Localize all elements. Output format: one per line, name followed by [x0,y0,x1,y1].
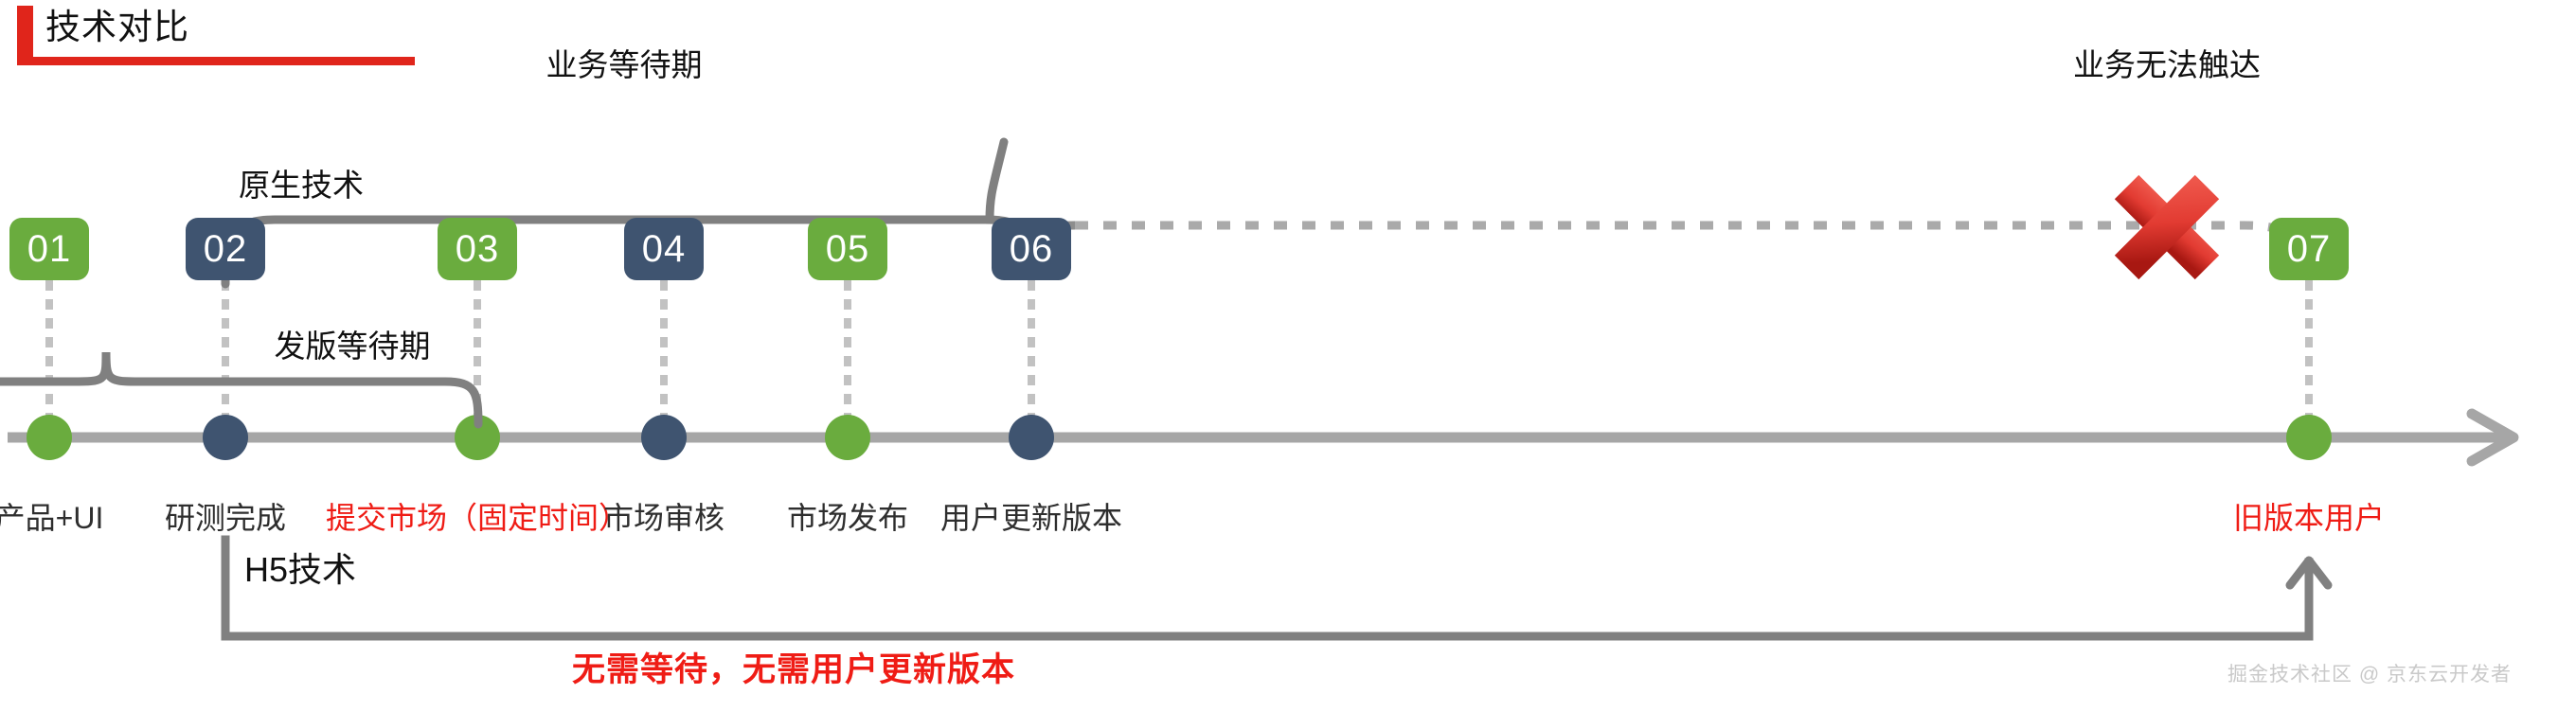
title-accent-bar-horizontal [17,57,415,65]
annotation-native-tech: 原生技术 [239,168,364,203]
node-box-01[interactable]: 01 [9,218,89,280]
timeline-dot-02 [203,415,248,460]
annotation-h5-tech: H5技术 [244,550,357,589]
timeline-dot-06 [1009,415,1054,460]
node-label-05: 市场发布 [786,501,909,535]
node-label-07: 旧版本用户 [2232,501,2386,535]
node-box-04[interactable]: 04 [624,218,704,280]
node-number-05: 05 [825,228,870,270]
node-label-01: 产品+UI [0,501,104,535]
timeline-arrowhead [2466,408,2519,467]
node-box-06[interactable]: 06 [992,218,1071,280]
timeline-dot-05 [825,415,870,460]
node-label-03: 提交市场（固定时间） [325,501,630,535]
title-accent-bar-vertical [17,6,33,64]
node-label-02: 研测完成 [164,501,287,535]
timeline-dot-04 [641,415,687,460]
watermark: 掘金技术社区 @ 京东云开发者 [2227,664,2512,685]
node-label-06: 用户更新版本 [939,501,1123,535]
release-wait-brace [0,351,483,429]
node-box-02[interactable]: 02 [186,218,265,280]
node-number-04: 04 [641,228,687,270]
node-number-03: 03 [455,228,500,270]
h5-bracket [221,535,2314,641]
business-wait-pointer [985,137,1009,224]
cross-icon [2114,174,2220,280]
timeline-dots [27,415,2332,460]
node-label-04: 市场审核 [602,501,725,535]
timeline-dot-03 [455,415,500,460]
page-title-text: 技术对比 [45,8,189,46]
bottom-highlight-note: 无需等待，无需用户更新版本 [571,651,1016,688]
timeline-axis [8,408,2519,467]
page-title: 技术对比 [17,6,415,72]
annotation-business-wait: 业务等待期 [546,47,703,82]
node-box-05[interactable]: 05 [808,218,887,280]
node-number-01: 01 [27,228,72,270]
annotation-business-unreachable: 业务无法触达 [2073,47,2261,82]
timeline-dot-07 [2286,415,2332,460]
node-box-03[interactable]: 03 [438,218,517,280]
node-box-07[interactable]: 07 [2269,218,2349,280]
node-number-07: 07 [2286,228,2332,270]
h5-arrowhead [2285,556,2333,590]
node-number-06: 06 [1009,228,1054,270]
annotation-release-wait: 发版等待期 [274,329,431,364]
timeline-dot-01 [27,415,72,460]
node-number-02: 02 [203,228,248,270]
